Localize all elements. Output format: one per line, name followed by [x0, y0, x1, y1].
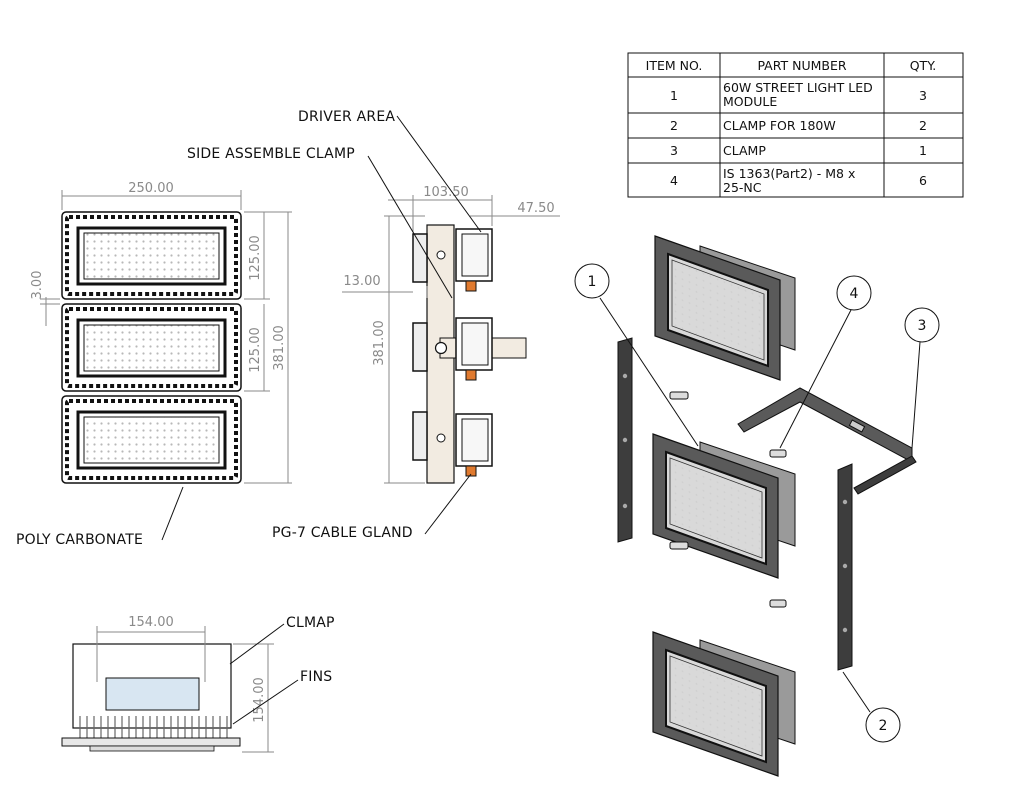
side-module-profile: [412, 411, 493, 477]
poly-carbonate-leader: [161, 486, 184, 541]
bolt: [769, 599, 787, 608]
bom-border: [627, 52, 964, 198]
bom-cell-item: 2: [670, 118, 678, 133]
led-module-front: [61, 303, 242, 392]
side-view: 103.50 47.50 13.00 381.00 DRIVER AREA SI…: [187, 109, 560, 541]
bom-header-item: ITEM NO.: [646, 58, 703, 73]
bom-cell-item: 3: [670, 143, 678, 158]
bom-header-qty: QTY.: [910, 58, 937, 73]
module-height-dimension: 125.00: [248, 235, 263, 281]
balloon-number: 1: [588, 274, 597, 290]
driver-area-label: DRIVER AREA: [298, 109, 395, 125]
balloon-number: 4: [850, 286, 859, 302]
bottom-width-dimension: 154.00: [128, 615, 174, 630]
poly-carbonate-label: POLY CARBONATE: [16, 532, 143, 548]
module-height-dimension: 125.00: [248, 327, 263, 373]
module-gap-dimension: 3.00: [30, 271, 45, 300]
bom-header-part: PART NUMBER: [757, 58, 846, 73]
bottom-view: 154.00 154.00 CLMAP FINS: [61, 615, 335, 753]
bom-cell-part: IS 1363(Part2) - M8 x: [723, 166, 855, 181]
bom-row: 4 IS 1363(Part2) - M8 x 25-NC 6: [670, 166, 927, 195]
side-total-height-dimension: 381.00: [372, 320, 387, 366]
balloon-3: 3: [904, 307, 940, 343]
led-module-front: [61, 211, 242, 300]
side-depth-dimension: 103.50: [423, 185, 469, 200]
front-view: 250.00 3.00 125.00 125.00 381.00 POLY CA…: [16, 181, 292, 548]
side-clamp-bar: [837, 463, 853, 671]
bolt: [769, 449, 787, 458]
bom-cell-qty: 3: [919, 88, 927, 103]
bom-cell-part: 60W STREET LIGHT LED: [723, 80, 873, 95]
led-module-front: [61, 395, 242, 484]
bom-cell-qty: 6: [919, 173, 927, 188]
side-assemble-clamp-label: SIDE ASSEMBLE CLAMP: [187, 146, 355, 162]
heat-sink-fins: [79, 716, 228, 738]
led-module-iso: [654, 235, 796, 381]
cable-gland-label: PG-7 CABLE GLAND: [272, 525, 413, 541]
front-dimension-lines: [40, 190, 292, 484]
balloon-1: 1: [574, 263, 610, 299]
bom-cell-part: CLAMP: [723, 143, 766, 158]
bottom-driver-box: [105, 677, 200, 711]
bolt: [669, 391, 689, 400]
clamp-label: CLMAP: [286, 615, 335, 631]
led-module-iso: [652, 631, 796, 777]
bottom-leaders: [229, 623, 299, 725]
plate-thickness-dimension: 13.00: [343, 274, 380, 289]
bom-cell-part: CLAMP FOR 180W: [723, 118, 836, 133]
driver-depth-dimension: 47.50: [517, 201, 554, 216]
bottom-dimension-lines: [96, 626, 274, 753]
bom-row: 1 60W STREET LIGHT LED MODULE 3: [670, 80, 927, 109]
bom-cell-part-line2: 25-NC: [723, 180, 762, 195]
bom-row: 2 CLAMP FOR 180W 2: [670, 118, 927, 133]
bom-cell-item: 4: [670, 173, 678, 188]
bom-cell-qty: 1: [919, 143, 927, 158]
bom-cell-item: 1: [670, 88, 678, 103]
fins-label: FINS: [300, 669, 332, 685]
bom-cell-part-line2: MODULE: [723, 94, 777, 109]
bom-cell-qty: 2: [919, 118, 927, 133]
exploded-view: 1 4 3 2: [574, 235, 940, 777]
balloon-number: 2: [879, 718, 888, 734]
side-leaders: [367, 115, 482, 535]
bottom-height-dimension: 154.00: [252, 677, 267, 723]
balloon-4: 4: [836, 275, 872, 311]
side-dimension-lines: [342, 195, 560, 484]
balloon-2: 2: [865, 707, 901, 743]
balloon-leaders: [599, 297, 921, 713]
side-clamp-bar: [617, 337, 633, 543]
balloon-number: 3: [918, 318, 927, 334]
bom-table: [627, 52, 964, 198]
bottom-module-base: [61, 737, 241, 747]
bom-row: 3 CLAMP 1: [670, 143, 927, 158]
front-total-height-dimension: 381.00: [272, 325, 287, 371]
u-clamp: [737, 387, 917, 495]
side-module-profile: [412, 317, 493, 381]
front-width-dimension: 250.00: [128, 181, 174, 196]
side-module-profile: [412, 228, 493, 292]
bolt: [669, 541, 689, 550]
bom-header: ITEM NO. PART NUMBER QTY.: [646, 58, 937, 73]
